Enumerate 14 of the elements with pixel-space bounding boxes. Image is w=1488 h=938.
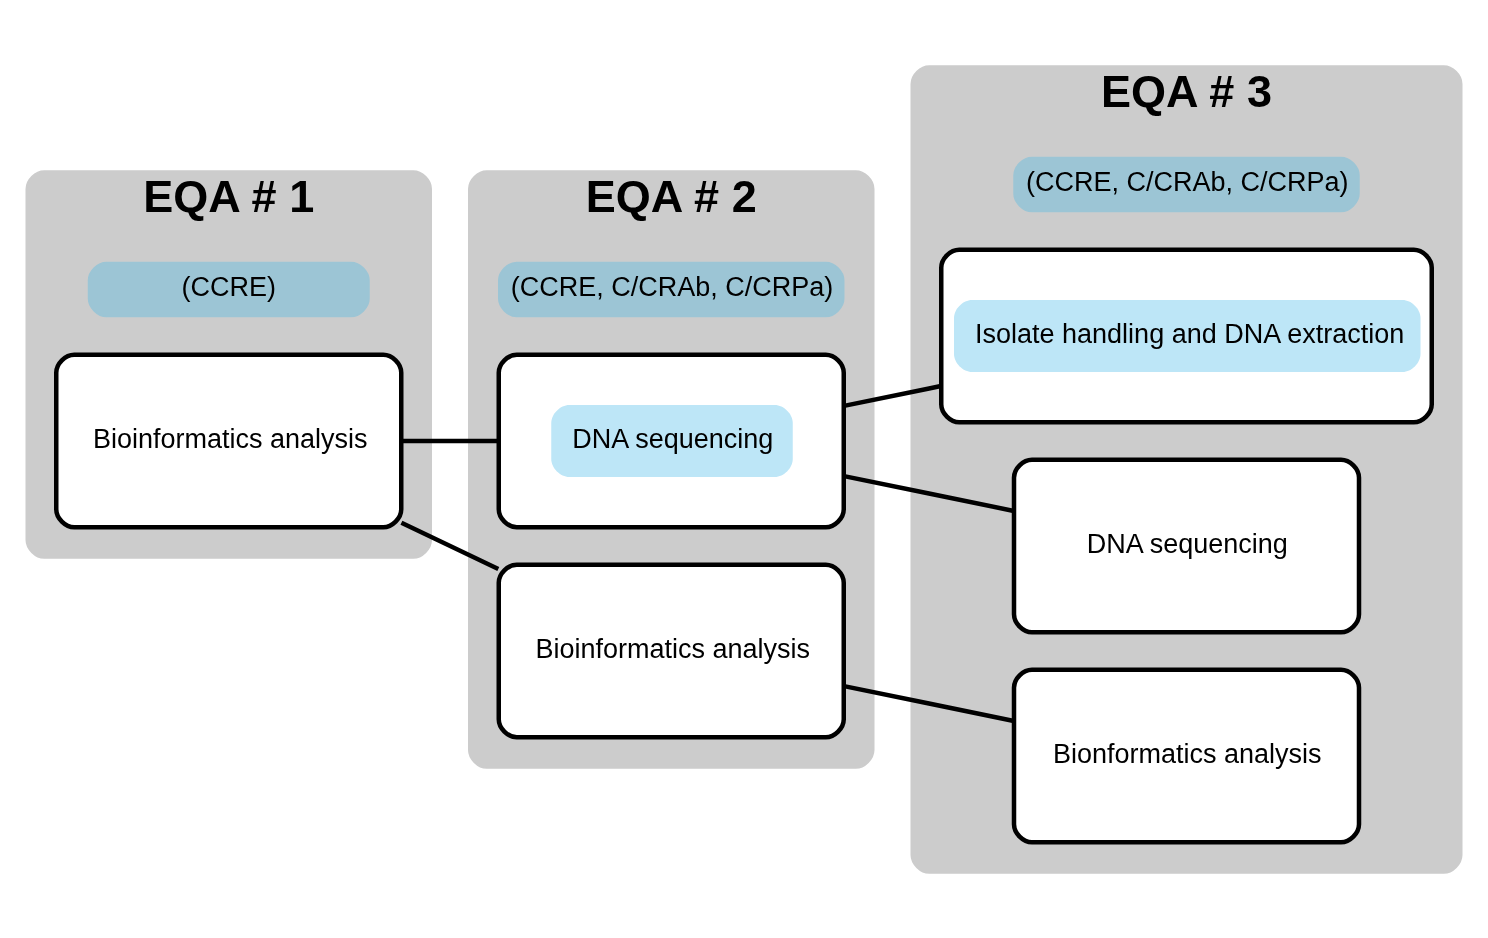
node-box: Isolate handling and DNA extraction xyxy=(939,247,1434,424)
node-box: (CCRE, C/CRAb, C/CRPa) xyxy=(1013,156,1360,212)
node-box: (CCRE, C/CRAb, C/CRPa) xyxy=(498,261,845,317)
connector xyxy=(400,520,500,571)
node-box: DNA sequencing xyxy=(496,352,846,529)
connector xyxy=(843,683,1015,723)
node-box: DNA sequencing xyxy=(1011,457,1362,634)
node-box: Bionformatics analysis xyxy=(1011,667,1362,844)
node-box: Bioinformatics analysis xyxy=(54,352,404,529)
node-box: Bioinformatics analysis xyxy=(496,562,846,739)
connector xyxy=(843,473,1015,513)
connector xyxy=(401,438,499,443)
connector xyxy=(843,383,942,408)
node-box: (CCRE) xyxy=(87,261,370,317)
